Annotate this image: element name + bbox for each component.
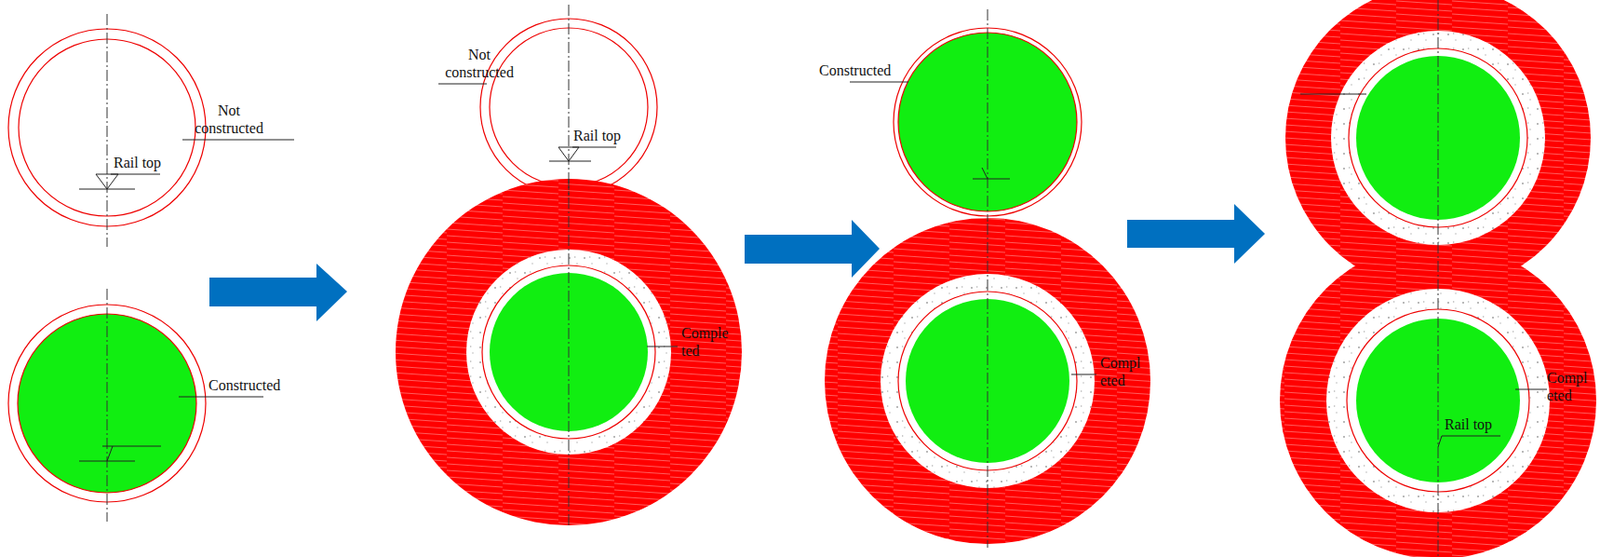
- leader-line: [1441, 435, 1501, 437]
- status-label: Not constructed: [182, 101, 276, 137]
- rail-top-label: Rail top: [1444, 415, 1493, 433]
- rail-top-symbol: [95, 174, 119, 189]
- leader-line: [1515, 389, 1547, 390]
- leader-line: [1071, 374, 1097, 376]
- leader-line: [1300, 94, 1367, 95]
- leader-line: [572, 147, 617, 148]
- center-line: [987, 223, 989, 548]
- leader-line: [849, 81, 909, 83]
- center-line: [107, 13, 108, 247]
- stage-arrow: [744, 219, 880, 278]
- center-line: [568, 178, 570, 526]
- center-line: [107, 288, 108, 522]
- rail-top-symbol: [558, 147, 579, 162]
- grouted-zone: [395, 178, 742, 525]
- leader-line: [178, 396, 264, 398]
- rail-top-symbol: [107, 445, 113, 461]
- stage-arrow: [209, 263, 348, 322]
- leader-line: [646, 346, 678, 348]
- center-line: [568, 4, 570, 196]
- rail-top-symbol: [972, 178, 1010, 180]
- stage-arrow: [1127, 203, 1265, 264]
- center-line: [1438, 0, 1439, 557]
- status-label: Comple ted: [681, 323, 736, 360]
- status-label: Constructed: [208, 376, 281, 394]
- status-label: Not constructed: [433, 45, 525, 81]
- rail-top-symbol: [549, 161, 592, 162]
- leader-line: [182, 139, 295, 141]
- rail-top-label: Rail top: [573, 126, 621, 145]
- leader-line: [438, 83, 487, 85]
- leader-line: [110, 174, 161, 175]
- status-label: Compl eted: [1546, 368, 1594, 404]
- rail-top-symbol: [981, 167, 988, 179]
- rail-top-symbol: [1438, 435, 1442, 447]
- rail-top-symbol: [102, 445, 162, 447]
- status-label: Constructed: [819, 61, 891, 80]
- center-line: [987, 9, 989, 222]
- status-label: Compl eted: [1100, 353, 1147, 390]
- rail-top-label: Rail top: [113, 153, 162, 172]
- rail-top-symbol: [79, 188, 135, 190]
